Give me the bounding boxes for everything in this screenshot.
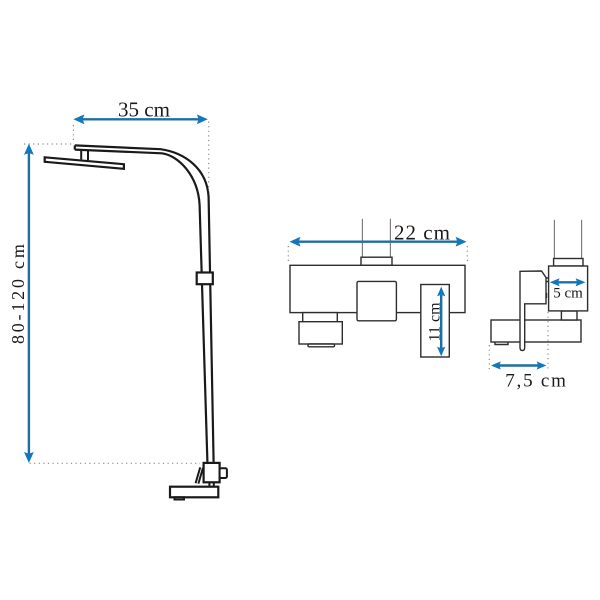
svg-text:22 cm: 22 cm bbox=[394, 221, 451, 245]
svg-text:5 cm: 5 cm bbox=[553, 286, 583, 302]
svg-text:11 cm: 11 cm bbox=[426, 302, 443, 342]
svg-text:35 cm: 35 cm bbox=[118, 98, 170, 122]
svg-text:7,5 cm: 7,5 cm bbox=[505, 371, 568, 392]
svg-text:80-120 cm: 80-120 cm bbox=[8, 241, 28, 344]
